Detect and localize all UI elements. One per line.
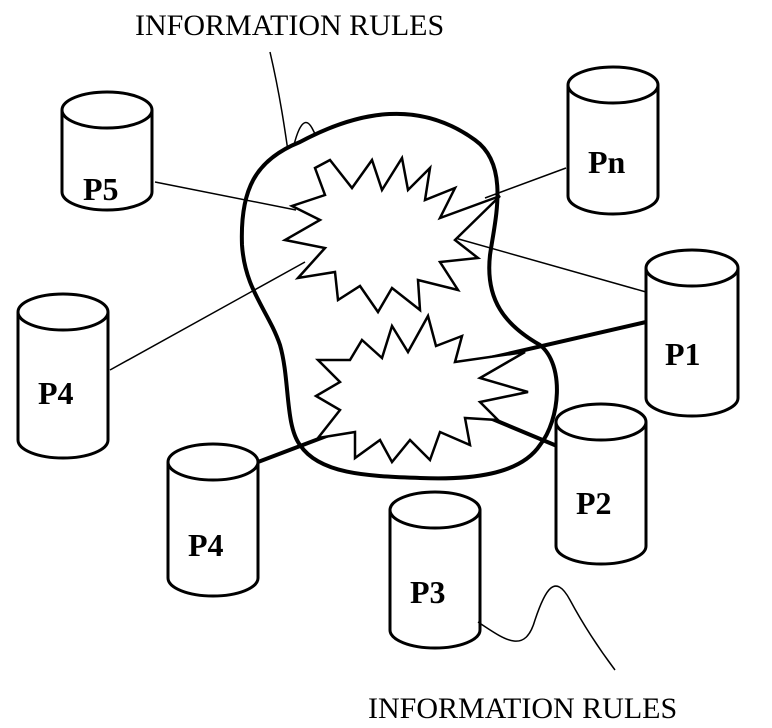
upper-burst — [281, 154, 501, 315]
node-p2-label: P2 — [576, 485, 612, 521]
link-p1-lower — [489, 320, 647, 360]
node-p3: P3 — [388, 490, 482, 650]
node-p5: P5 — [60, 90, 154, 212]
node-p4-bottom: P4 — [166, 442, 260, 598]
node-p2: P2 — [554, 402, 648, 566]
node-pn: Pn — [566, 65, 660, 216]
link-p4left-upper — [109, 261, 306, 371]
caption-top: INFORMATION RULES — [135, 9, 444, 42]
link-p2-lower — [489, 416, 558, 448]
node-p1: P1 — [644, 248, 740, 418]
node-p1-label: P1 — [665, 336, 701, 372]
node-p3-label: P3 — [410, 574, 446, 610]
caption-bottom-pointer — [477, 585, 616, 671]
node-p4-bottom-label: P4 — [188, 527, 224, 563]
node-pn-label: Pn — [588, 144, 626, 180]
lower-burst — [313, 312, 529, 465]
link-p1-upper — [454, 237, 647, 293]
node-p4-left: P4 — [16, 292, 110, 460]
caption-bottom: INFORMATION RULES — [368, 692, 677, 725]
link-p5-upper — [154, 181, 297, 211]
node-p4-left-label: P4 — [38, 375, 74, 411]
node-p5-label: P5 — [83, 171, 119, 207]
link-pn-upper — [484, 167, 567, 199]
